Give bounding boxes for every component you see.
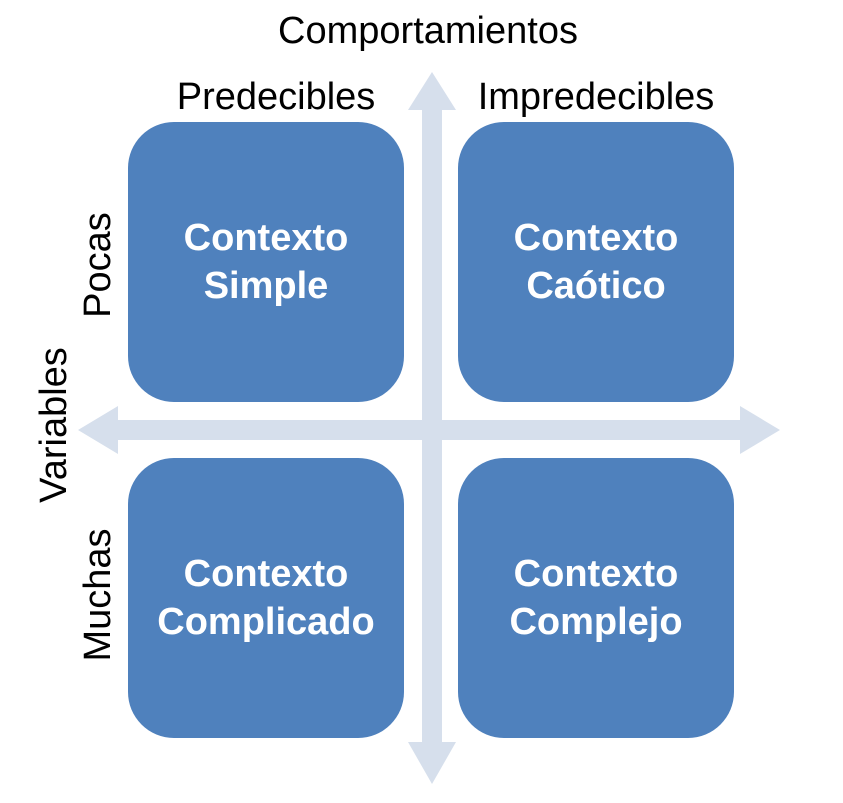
quadrant-chaotic-context: Contexto Caótico — [458, 122, 734, 402]
row-label-many: Muchas — [77, 528, 119, 662]
row-label-few: Pocas — [77, 212, 119, 318]
quadrant-label-line2: Caótico — [526, 265, 666, 307]
axis-title-behaviors: Comportamientos — [278, 10, 578, 52]
quadrant-label-line1: Contexto — [183, 217, 349, 259]
column-label-predictable: Predecibles — [176, 76, 376, 118]
quadrant-label-line2: Simple — [203, 265, 329, 307]
column-label-unpredictable: Impredecibles — [477, 76, 715, 118]
quadrant-label-line2: Complejo — [509, 601, 683, 643]
quadrant-label-line2: Complicado — [157, 601, 375, 643]
quadrant-label-line1: Contexto — [183, 553, 349, 595]
quadrant-label-line1: Contexto — [513, 553, 679, 595]
quadrant-complicated-context: Contexto Complicado — [128, 458, 404, 738]
quadrant-complex-context: Contexto Complejo — [458, 458, 734, 738]
axis-title-variables: Variables — [33, 347, 75, 503]
quadrant-label-line1: Contexto — [513, 217, 679, 259]
horizontal-axis-arrow — [78, 406, 780, 454]
quadrant-simple-context: Contexto Simple — [128, 122, 404, 402]
